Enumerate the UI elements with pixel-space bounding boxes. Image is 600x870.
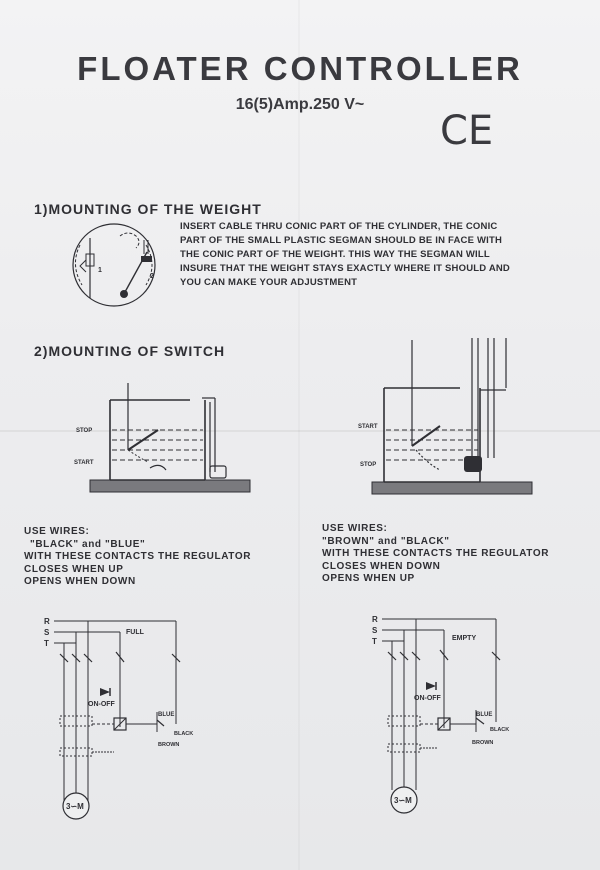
weight-mounting-diagram: 1 2 xyxy=(72,223,156,307)
power-rating: 16(5)Amp.250 V~ xyxy=(235,96,365,113)
level-label-stop: STOP xyxy=(360,462,377,468)
phase-label: S xyxy=(44,628,50,637)
motor-label: 3∽M xyxy=(394,796,412,805)
wire-colors: "BLACK" and "BLUE" xyxy=(30,538,146,550)
opens-note: OPENS WHEN UP xyxy=(322,573,415,585)
section-2-heading: 2)MOUNTING OF SWITCH xyxy=(34,343,226,359)
use-wires-label: USE WIRES: xyxy=(24,526,90,537)
level-label-start: START xyxy=(74,460,94,466)
circuit-diagram-right: R S T EMPTY ON-OFF BLUE BLACK BROWN 3∽M xyxy=(372,615,509,814)
wire-label-brown: BROWN xyxy=(472,740,493,746)
switch-label: ON-OFF xyxy=(88,701,116,708)
wire-colors: "BROWN" and "BLACK" xyxy=(322,535,450,547)
opens-note: OPENS WHEN DOWN xyxy=(24,576,136,588)
circuit-diagram-left: R S T FULL ON-OFF BLUE BLACK BROWN xyxy=(44,617,193,820)
contact-note: WITH THESE CONTACTS THE REGULATOR xyxy=(322,548,550,560)
page-title: FLOATER CONTROLLER xyxy=(77,50,523,87)
instruction-line: INSURE THAT THE WEIGHT STAYS EXACTLY WHE… xyxy=(180,263,510,274)
wire-label-blue: BLUE xyxy=(158,712,174,718)
motor-label: 3∽M xyxy=(66,802,84,811)
section-1-heading: 1)MOUNTING OF THE WEIGHT xyxy=(34,201,262,217)
wire-label-black: BLACK xyxy=(174,731,193,737)
state-label: FULL xyxy=(126,629,145,636)
phase-label: T xyxy=(44,639,49,648)
instruction-line: YOU CAN MAKE YOUR ADJUSTMENT xyxy=(180,277,358,288)
instruction-line: PART OF THE SMALL PLASTIC SEGMAN SHOULD … xyxy=(180,235,503,246)
use-wires-label: USE WIRES: xyxy=(322,523,388,534)
diagram-label-1: 1 xyxy=(98,267,102,274)
level-label-start: START xyxy=(358,424,378,430)
phase-label: T xyxy=(372,637,377,646)
closes-note: CLOSES WHEN UP xyxy=(24,563,124,575)
paper-fold xyxy=(298,0,300,870)
section-1-instructions: INSERT CABLE THRU CONIC PART OF THE CYLI… xyxy=(180,220,565,290)
contact-note: WITH THESE CONTACTS THE REGULATOR xyxy=(24,551,252,563)
phase-label: R xyxy=(44,617,50,626)
diagram-label-2: 2 xyxy=(150,273,154,280)
tank-diagram-emptying xyxy=(89,383,251,493)
paper-fold xyxy=(0,430,600,432)
level-label-stop: STOP xyxy=(76,428,93,434)
phase-label: R xyxy=(372,615,378,624)
phase-label: S xyxy=(372,626,378,635)
state-label: EMPTY xyxy=(452,635,476,642)
wire-label-black: BLACK xyxy=(490,727,509,733)
switch-label: ON-OFF xyxy=(414,695,442,702)
closes-note: CLOSES WHEN DOWN xyxy=(322,560,441,572)
tank-diagram-filling xyxy=(371,338,533,495)
wiring-note-left: USE WIRES: "BLACK" and "BLUE" WITH THESE… xyxy=(24,526,251,589)
wiring-note-right: USE WIRES: "BROWN" and "BLACK" WITH THES… xyxy=(322,523,549,586)
ce-mark: CE xyxy=(440,108,494,154)
instruction-line: INSERT CABLE THRU CONIC PART OF THE CYLI… xyxy=(180,221,498,232)
instruction-line: THE CONIC PART OF THE WEIGHT. THIS WAY T… xyxy=(180,249,490,260)
wire-label-brown: BROWN xyxy=(158,742,179,748)
wire-label-blue: BLUE xyxy=(476,712,492,718)
